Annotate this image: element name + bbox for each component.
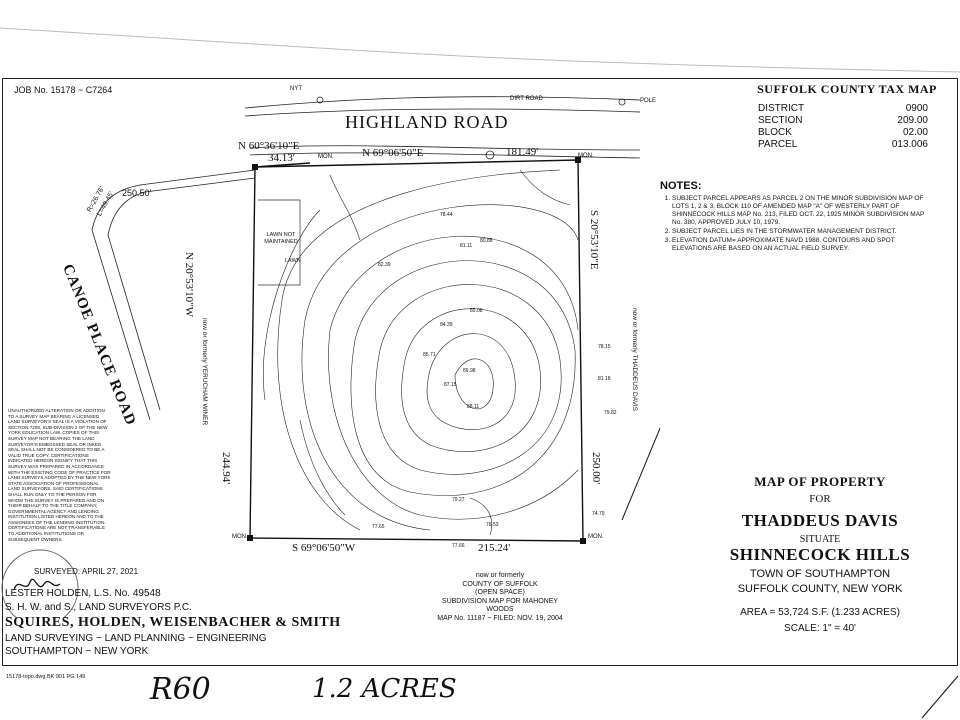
highland-road-edges (244, 96, 641, 159)
monuments (247, 157, 586, 544)
surveyor-name: LESTER HOLDEN, L.S. No. 49548 (5, 588, 161, 599)
bearing-east: S 20°53'10"E (588, 210, 600, 270)
distance-east: 250.00' (590, 452, 602, 485)
pole-icons (316, 96, 626, 160)
spot-elevation: 79.27 (452, 497, 465, 503)
mon-label: MON. (578, 153, 594, 159)
surveyed-date: SURVEYED: APRIL 27, 2021 (34, 567, 139, 576)
adjacent-owner-west: now or formerly YERUCHAM WINER (201, 318, 208, 426)
county-name: SUFFOLK COUNTY, NEW YORK (737, 583, 903, 595)
scale-label: SCALE: 1" = 40' (784, 623, 856, 634)
bearing-west: N 20°53'10"W (183, 252, 195, 317)
note-item: SUBJECT PARCEL APPEARS AS PARCEL 2 ON TH… (672, 195, 930, 227)
spot-elevation: 77.66 (452, 543, 465, 549)
title-block: MAP OF PROPERTY FOR THADDEUS DAVIS SITUA… (720, 474, 920, 634)
notes-title: NOTES: (660, 180, 702, 192)
town-name: TOWN OF SOUTHAMPTON (749, 568, 891, 580)
spot-elevation: 79.82 (604, 410, 617, 416)
spot-elevation: 77.65 (372, 524, 385, 530)
spot-elevation: 87.15 (444, 382, 457, 388)
note-item: ELEVATION DATUM= APPROXIMATE NAVD 1988. … (672, 237, 930, 253)
place-name: SHINNECOCK HILLS (729, 545, 911, 564)
curve-distance: 250.50' (122, 188, 152, 198)
adjacent-owner-east: now or formerly THADDEUS DAVIS (631, 308, 638, 412)
for-label: FOR (809, 493, 831, 505)
nyt-label: NYT (290, 86, 302, 92)
bearing-south: S 69°06'50"W (292, 542, 356, 554)
area-label: AREA = 53,724 S.F. (1.233 ACRES) (740, 607, 900, 618)
situate-label: SITUATE (799, 534, 841, 545)
highland-road-label: HIGHLAND ROAD (345, 112, 509, 132)
firm-location: SOUTHAMPTON ~ NEW YORK (5, 646, 149, 657)
lawn-not-maintained-label: LAWN NOT MAINTAINED (264, 232, 298, 245)
spot-elevation: 81.11 (460, 243, 473, 249)
distance-north-a: 34.13' (268, 152, 295, 164)
surveyor-seal-icon (1, 549, 79, 618)
canoe-road-edges (91, 169, 256, 421)
spot-elevation: 85.08 (470, 308, 483, 314)
mon-label: MON. (232, 534, 248, 540)
monument-marker (580, 538, 586, 544)
north-arrow-icon (621, 426, 660, 521)
spot-elevation: 84.39 (440, 322, 453, 328)
spot-elevation: 74.79 (592, 511, 605, 517)
monument-marker (575, 157, 581, 163)
job-number: JOB No. 15178 ~ C7264 (14, 85, 113, 95)
mon-label: MON. (318, 154, 334, 160)
map-of-property: MAP OF PROPERTY (754, 474, 886, 489)
spot-elevation: 81.18 (598, 376, 611, 382)
monument-marker (247, 535, 253, 541)
spot-elevation: 85.71 (423, 352, 436, 358)
pole-label: POLE (640, 98, 657, 104)
contour-lines (262, 169, 579, 536)
warning-text: UNAUTHORIZED ALTERATION OR ADDITION TO A… (8, 408, 111, 542)
notes-section: NOTES: SUBJECT PARCEL APPEARS AS PARCEL … (660, 180, 930, 254)
drawing-frame (2, 78, 958, 666)
signature (13, 578, 61, 591)
spot-elevation: 82.39 (378, 262, 391, 268)
handwritten-note-left: R60 (150, 672, 211, 707)
distance-south: 215.24' (478, 542, 511, 554)
bearing-north-a: N 60°36'10"E (238, 140, 300, 152)
firm-short: S. H. W. and S., LAND SURVEYORS P.C. (5, 602, 192, 613)
survey-drawing (91, 96, 660, 544)
owner-name: THADDEUS DAVIS (741, 511, 899, 530)
spot-elevation: 88.11 (467, 404, 480, 410)
handwritten-note-right: 1.2 ACRES (312, 674, 457, 704)
firm-services: LAND SURVEYING ~ LAND PLANNING ~ ENGINEE… (5, 633, 267, 644)
boundary-segment (254, 162, 311, 168)
note-item: SUBJECT PARCEL LIES IN THE STORMWATER MA… (672, 228, 930, 236)
margin-mark (921, 675, 959, 719)
firm-name: SQUIRES, HOLDEN, WEISENBACHER & SMITH (5, 615, 341, 630)
tax-map-title: SUFFOLK COUNTY TAX MAP (757, 82, 937, 96)
lawn-label: LAWN (285, 258, 301, 264)
spot-elevation: 80.88 (480, 238, 493, 244)
bearing-north-b: N 69°06'50"E (362, 147, 424, 159)
spot-elevation: 78.44 (440, 212, 453, 218)
file-reference: 15178-topo.dwg BK 901 PG 149 (6, 674, 86, 680)
distance-north-b: 181.49' (506, 146, 539, 158)
spot-elevation: 76.53 (486, 522, 499, 528)
spot-elevation: 89.98 (463, 368, 476, 374)
scan-edge (0, 27, 960, 73)
monument-marker (252, 164, 258, 170)
dirt-road-label: DIRT ROAD (510, 96, 543, 102)
spot-elevation: 78.15 (598, 344, 611, 350)
notes-list: SUBJECT PARCEL APPEARS AS PARCEL 2 ON TH… (660, 195, 930, 253)
mon-label: MON. (588, 534, 604, 540)
adjacent-owner-south: now or formerly COUNTY OF SUFFOLK (OPEN … (437, 572, 563, 622)
distance-west: 244.94' (220, 452, 232, 485)
